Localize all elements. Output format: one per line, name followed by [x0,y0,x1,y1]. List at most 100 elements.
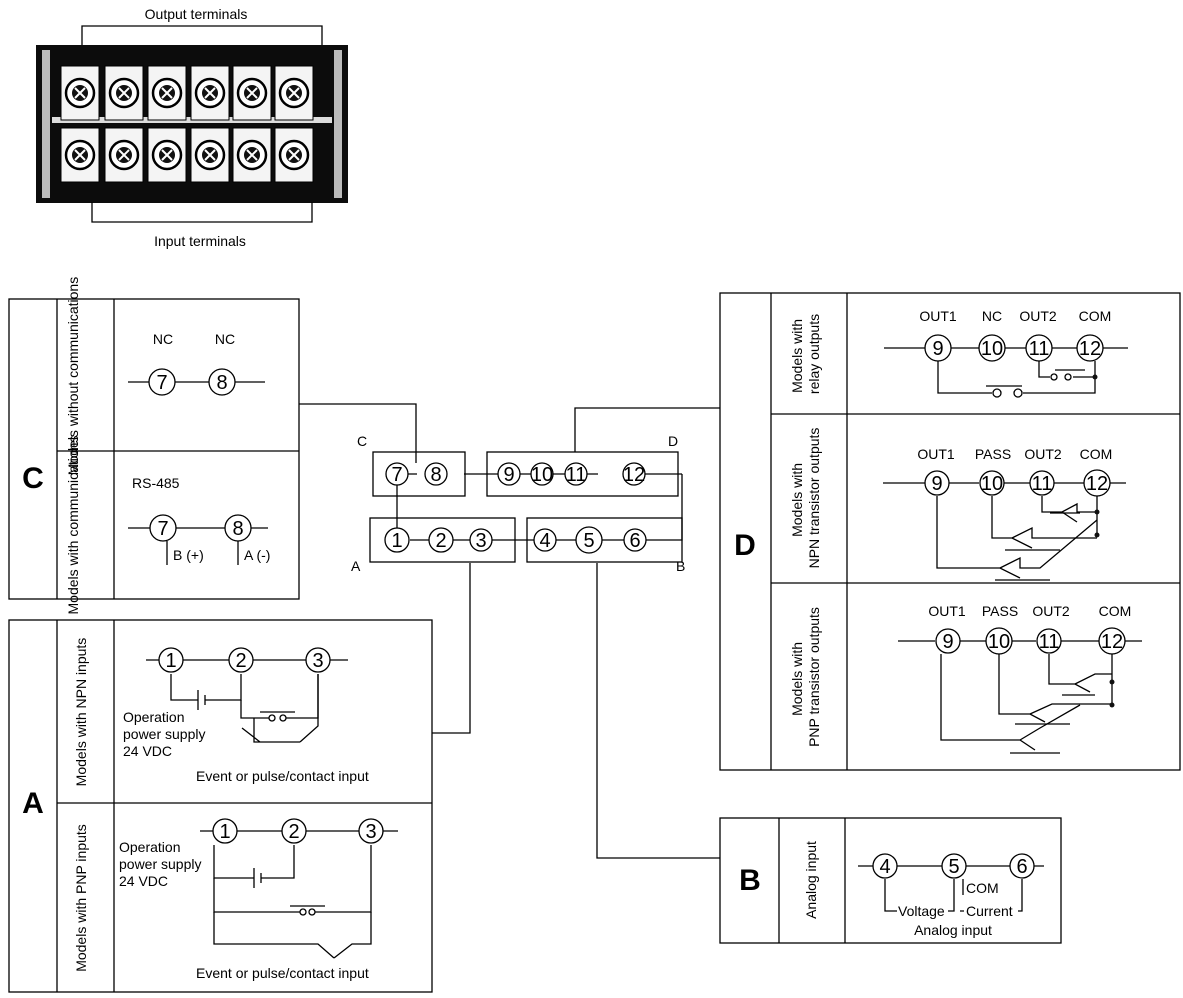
panel-d-row1-title: Models with relay outputs [789,314,822,394]
panel-b-current: Current [966,903,1013,919]
center-terminal-10 [530,462,554,486]
panel-a-pnp-terminal-2: 2 [288,821,299,843]
panel-c-terminal-7b: 7 [157,518,168,540]
center-terminal-11 [564,462,588,486]
panel-c-nc2: NC [215,331,235,347]
center-terminal-9 [497,462,521,486]
center-terminal-12 [622,462,646,486]
panel-c-terminal-7a: 7 [156,372,167,394]
panel-c-b-plus: B (+) [173,547,204,563]
terminal-screw-icon [190,65,230,121]
center-label-c: C [357,433,367,449]
panel-d-relay-terminal-11: 11 [1029,338,1050,360]
center-terminal-2 [428,527,454,553]
panel-a-row2-title: Models with PNP inputs [73,824,89,972]
panel-d-relay-terminal-10: 10 [981,338,1003,360]
panel-b-terminal-4: 4 [879,856,890,878]
input-terminals-caption: Input terminals [154,233,246,249]
panel-d-row3-title: Models with PNP transistor outputs [789,607,822,747]
center-terminal-12-label: 12 [623,464,645,486]
panel-b-com: COM [966,880,999,896]
panel-b-terminal-6: 6 [1016,856,1027,878]
terminal-screw-icon [60,127,100,183]
center-terminal-2-label: 2 [435,530,446,552]
panel-d-relay-out1: OUT1 [919,308,957,324]
panel-a-npn-supply-line1: Operation [123,709,184,725]
center-terminal-6 [623,528,647,552]
panel-c-row1-title: Models without communications [65,277,81,475]
terminal-screw-icon [232,127,272,183]
panel-d-relay-terminal-12: 12 [1079,338,1101,360]
panel-c-letter: C [22,462,44,495]
panel-a-pnp-supply-line1: Operation [119,839,180,855]
panel-b-title: Analog input [803,841,819,919]
panel-a-npn-supply-line3: 24 VDC [123,743,172,759]
panel-c: C Models without communications Models w… [8,277,300,615]
panel-c-a-minus: A (-) [244,547,270,563]
panel-c-terminal-8b: 8 [232,518,243,540]
center-terminal-1 [384,527,410,553]
panel-c-row2-title: Models with communications [65,436,81,615]
panel-b-voltage: Voltage [898,903,945,919]
panel-d-pnp-com: COM [1099,603,1132,619]
center-terminal-7-label: 7 [391,464,402,486]
panel-d-relay-terminal-9: 9 [932,338,943,360]
panel-b-caption: Analog input [914,922,992,938]
panel-c-terminal-8a: 8 [216,372,227,394]
panel-d-relay-com: COM [1079,308,1112,324]
terminal-screw-icon [104,127,144,183]
center-terminal-map: C D A B 7 8 9 10 11 12 [299,403,720,859]
center-terminal-10-label: 10 [531,464,553,486]
panel-d-letter: D [734,529,756,562]
panel-a-pnp-terminal-1: 1 [219,821,230,843]
center-terminal-11-label: 11 [566,464,587,486]
panel-d-pnp-terminal-10: 10 [988,631,1010,653]
panel-d-npn-terminal-10: 10 [981,473,1003,495]
panel-d-pnp-pass: PASS [982,603,1018,619]
panel-d-pnp-terminal-12: 12 [1101,631,1123,653]
panel-d-pnp-out2: OUT2 [1032,603,1070,619]
terminal-screw-icon [60,65,100,121]
panel-d-pnp-terminal-11: 11 [1039,631,1060,653]
panel-a-npn-event: Event or pulse/contact input [196,768,369,784]
center-terminal-9-label: 9 [503,464,514,486]
panel-d-npn-terminal-9: 9 [931,473,942,495]
panel-b-letter: B [739,864,761,897]
terminal-screw-icon [274,65,314,121]
panel-d-npn-out2: OUT2 [1024,446,1062,462]
panel-c-nc1: NC [153,331,173,347]
center-label-d: D [668,433,678,449]
panel-d-npn-terminal-11: 11 [1032,473,1053,495]
center-terminal-1-label: 1 [391,530,402,552]
terminal-screw-icon [274,127,314,183]
center-terminal-7 [385,462,409,486]
panel-b-terminal-5: 5 [948,856,959,878]
center-terminal-6-label: 6 [629,530,640,552]
panel-c-rs485: RS-485 [132,475,180,491]
panel-d: D Models with relay outputs Models with … [719,292,1181,771]
panel-d-relay-nc: NC [982,308,1002,324]
center-label-a: A [351,558,361,574]
center-terminal-3-label: 3 [475,530,486,552]
panel-a-row1-title: Models with NPN inputs [73,638,89,787]
center-row2-terminals: 1 2 3 4 5 6 [384,526,647,554]
center-terminal-4 [533,528,557,552]
panel-a-npn-supply-line2: power supply [123,726,206,742]
panel-a-pnp-supply-line2: power supply [119,856,202,872]
panel-d-relay-out2: OUT2 [1019,308,1057,324]
panel-d-pnp-out1: OUT1 [928,603,966,619]
panel-a-npn-terminal-1: 1 [165,650,176,672]
terminal-screw-icon [147,65,187,121]
center-terminal-4-label: 4 [539,530,550,552]
center-terminal-5 [575,526,603,554]
panel-a-npn-terminal-3: 3 [312,650,323,672]
terminal-block-illustration: Output terminals Input terminals [36,6,348,249]
panel-d-npn-terminal-12: 12 [1086,473,1108,495]
panel-d-npn-com: COM [1080,446,1113,462]
panel-d-npn-out1: OUT1 [917,446,955,462]
terminal-screw-icon [190,127,230,183]
panel-d-pnp-terminal-9: 9 [942,631,953,653]
panel-a: A Models with NPN inputs Models with PNP… [8,619,433,993]
panel-b: B Analog input 4 5 6 COM Voltage Current… [719,817,1062,944]
